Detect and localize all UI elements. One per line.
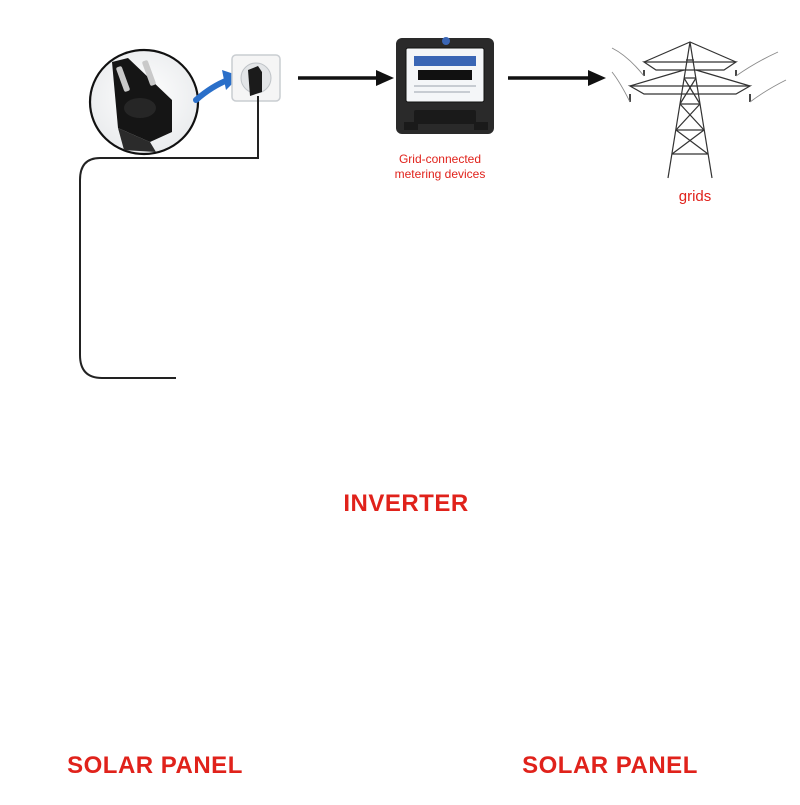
arrow-right-icon [508, 70, 606, 86]
ac-cable [79, 96, 259, 379]
meter-label-line-2: metering devices [394, 167, 486, 181]
meter-label-line-1: Grid-connected [398, 152, 482, 166]
transmission-tower-icon [611, 41, 787, 179]
solar-panel-right-label: SOLAR PANEL [522, 752, 698, 779]
inverter-label: INVERTER [343, 490, 469, 517]
grids-label: grids [678, 188, 712, 205]
plug-icon [88, 48, 200, 156]
solar-panel-left-label: SOLAR PANEL [67, 752, 243, 779]
electricity-meter-icon [396, 37, 494, 134]
arrow-right-icon [298, 70, 394, 86]
wall-socket-icon [231, 54, 281, 102]
meter-label: Grid-connected metering devices [370, 152, 510, 182]
